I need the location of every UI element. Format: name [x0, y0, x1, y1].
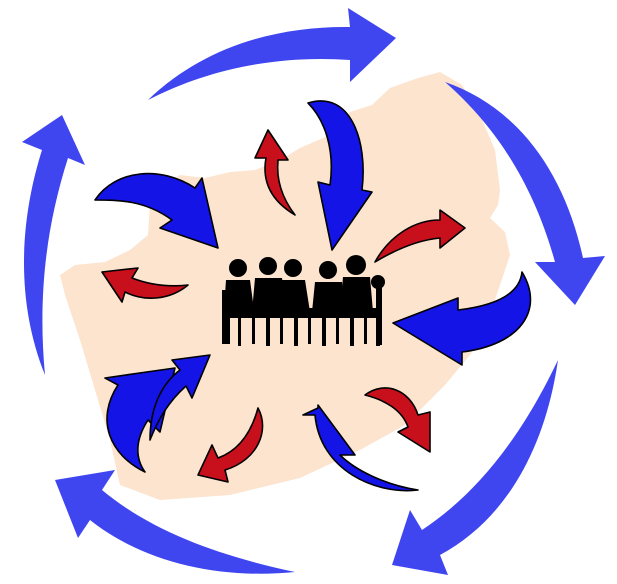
inward-arrow-bottom-right [302, 404, 419, 492]
outward-arrow-bottom [197, 407, 264, 483]
meeting-silhouette-icon [222, 255, 385, 346]
outward-arrow-lower-right [364, 387, 431, 453]
outer-cycle-arrow-top [148, 8, 396, 100]
outward-arrow-upper-right [374, 209, 466, 263]
inward-arrow-top [307, 100, 373, 251]
inward-arrow-upper-left [94, 172, 219, 249]
outer-cycle-arrow-right [445, 82, 605, 305]
inward-arrow-bottom-left-upper [149, 354, 211, 441]
outer-cycle-arrow-bottom-right [392, 360, 558, 575]
inward-arrow-right [392, 271, 532, 366]
outer-cycle-arrow-left [22, 115, 85, 375]
outward-arrow-left [101, 267, 189, 303]
outward-arrow-top [254, 129, 296, 216]
outer-cycle-arrow-bottom-left [55, 470, 295, 574]
inward-arrow-bottom-left-lower [104, 367, 176, 473]
